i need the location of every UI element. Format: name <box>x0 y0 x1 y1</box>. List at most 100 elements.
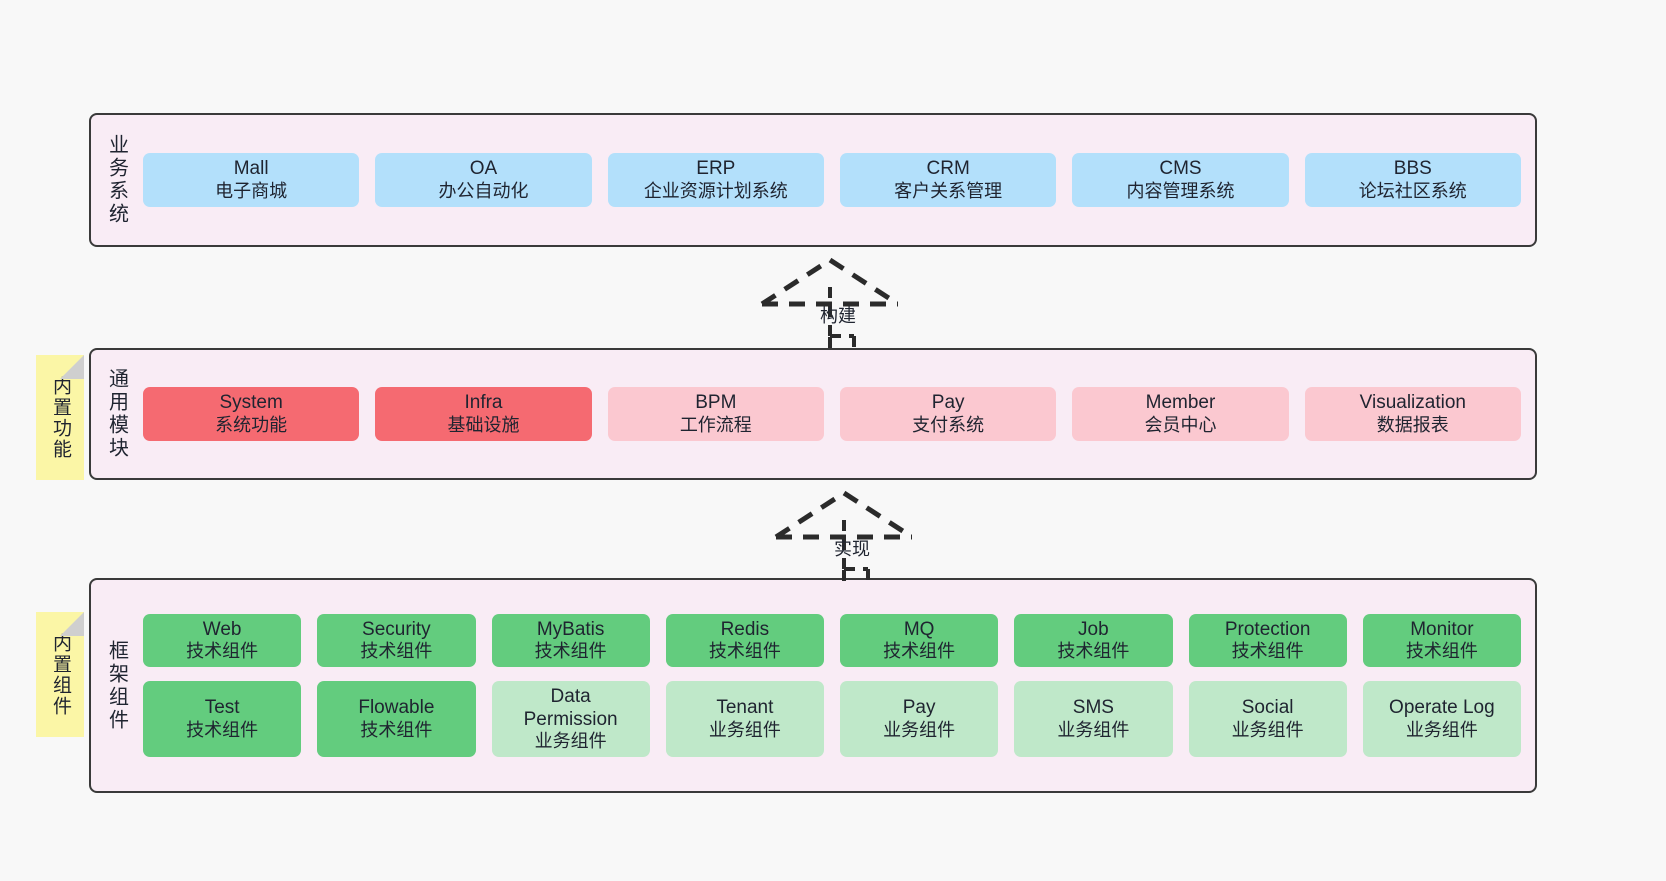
row: Web 技术组件 Security 技术组件 MyBatis 技术组件 Redi… <box>143 613 1521 667</box>
layer-body-common-module: System 系统功能 Infra 基础设施 BPM 工作流程 Pay 支付系统… <box>137 350 1535 478</box>
layer-framework-component: 框架组件 Web 技术组件 Security 技术组件 MyBatis 技术组件… <box>89 578 1537 793</box>
node-subtitle: 论坛社区系统 <box>1358 180 1467 201</box>
node-title: OA <box>469 158 498 180</box>
connector-build: 构建 <box>752 256 912 348</box>
dashed-generalization-arrow-icon <box>774 490 914 581</box>
node-title: Operate Log <box>1389 697 1495 719</box>
node-title: Pay <box>931 392 965 414</box>
node-title: Job <box>1078 618 1109 640</box>
node-title: Data Permission <box>523 685 618 731</box>
node-visualization[interactable]: Visualization 数据报表 <box>1304 387 1521 441</box>
row: Test 技术组件 Flowable 技术组件 Data Permission … <box>143 680 1521 758</box>
node-subtitle: 数据报表 <box>1376 414 1449 435</box>
node-subtitle: 基础设施 <box>447 414 520 435</box>
node-subtitle: 技术组件 <box>1231 640 1304 661</box>
node-tenant[interactable]: Tenant 业务组件 <box>665 680 824 758</box>
node-subtitle: 业务组件 <box>534 731 607 752</box>
node-subtitle: 技术组件 <box>186 640 259 661</box>
node-subtitle: 办公自动化 <box>438 180 529 201</box>
node-title: Infra <box>464 392 503 414</box>
note-text: 内置功能 <box>49 375 71 460</box>
node-title: Member <box>1145 392 1216 414</box>
node-data-permission[interactable]: Data Permission 业务组件 <box>491 680 650 758</box>
node-title: BBS <box>1393 158 1432 180</box>
node-subtitle: 技术组件 <box>1405 640 1478 661</box>
row: System 系统功能 Infra 基础设施 BPM 工作流程 Pay 支付系统… <box>143 387 1521 441</box>
node-title: MQ <box>903 618 935 640</box>
node-social[interactable]: Social 业务组件 <box>1188 680 1347 758</box>
node-cms[interactable]: CMS 内容管理系统 <box>1072 153 1289 207</box>
node-subtitle: 技术组件 <box>534 640 607 661</box>
node-system[interactable]: System 系统功能 <box>143 387 360 441</box>
layer-title-framework-component: 框架组件 <box>105 639 128 732</box>
note-text: 内置组件 <box>49 632 71 717</box>
node-title: Web <box>202 618 242 640</box>
layer-title-business-system: 业务系统 <box>105 134 128 226</box>
node-title: CMS <box>1159 158 1202 180</box>
node-title: Protection <box>1224 618 1311 640</box>
node-subtitle: 企业资源计划系统 <box>643 180 788 201</box>
layer-body-framework-component: Web 技术组件 Security 技术组件 MyBatis 技术组件 Redi… <box>137 580 1535 791</box>
connector-label-build: 构建 <box>820 306 856 326</box>
node-subtitle: 业务组件 <box>708 719 781 740</box>
node-test[interactable]: Test 技术组件 <box>143 680 302 758</box>
node-mq[interactable]: MQ 技术组件 <box>840 613 999 667</box>
node-subtitle: 业务组件 <box>1231 719 1304 740</box>
node-title: Social <box>1241 697 1294 719</box>
node-erp[interactable]: ERP 企业资源计划系统 <box>607 153 824 207</box>
node-protection[interactable]: Protection 技术组件 <box>1188 613 1347 667</box>
node-subtitle: 电子商城 <box>215 180 288 201</box>
node-title: Flowable <box>358 697 435 719</box>
node-subtitle: 技术组件 <box>883 640 956 661</box>
node-title: Visualization <box>1359 392 1466 414</box>
node-subtitle: 业务组件 <box>883 719 956 740</box>
node-monitor[interactable]: Monitor 技术组件 <box>1362 613 1521 667</box>
node-subtitle: 技术组件 <box>360 640 433 661</box>
node-title: SMS <box>1072 697 1114 719</box>
node-operate-log[interactable]: Operate Log 业务组件 <box>1362 680 1521 758</box>
node-infra[interactable]: Infra 基础设施 <box>375 387 592 441</box>
node-mybatis[interactable]: MyBatis 技术组件 <box>491 613 650 667</box>
node-subtitle: 业务组件 <box>1405 719 1478 740</box>
node-redis[interactable]: Redis 技术组件 <box>665 613 824 667</box>
node-subtitle: 技术组件 <box>360 719 433 740</box>
node-subtitle: 会员中心 <box>1144 414 1217 435</box>
dashed-generalization-arrow-icon <box>760 257 900 348</box>
layer-common-module: 通用模块 System 系统功能 Infra 基础设施 BPM 工作流程 Pay… <box>89 348 1537 480</box>
node-sms[interactable]: SMS 业务组件 <box>1014 680 1173 758</box>
node-crm[interactable]: CRM 客户关系管理 <box>839 153 1057 207</box>
node-subtitle: 内容管理系统 <box>1126 180 1235 201</box>
node-subtitle: 技术组件 <box>1057 640 1130 661</box>
node-job[interactable]: Job 技术组件 <box>1014 613 1173 667</box>
connector-implement: 实现 <box>766 489 926 581</box>
node-member[interactable]: Member 会员中心 <box>1072 387 1289 441</box>
node-title: CRM <box>926 158 970 180</box>
node-security[interactable]: Security 技术组件 <box>317 613 476 667</box>
node-oa[interactable]: OA 办公自动化 <box>375 153 592 207</box>
node-title: Tenant <box>716 697 774 719</box>
layer-body-business-system: Mall 电子商城 OA 办公自动化 ERP 企业资源计划系统 CRM 客户关系… <box>137 115 1535 245</box>
node-title: MyBatis <box>536 618 605 640</box>
node-title: System <box>219 392 283 414</box>
note-builtin-feature: 内置功能 <box>36 355 84 480</box>
node-pay[interactable]: Pay 支付系统 <box>839 387 1057 441</box>
node-bbs[interactable]: BBS 论坛社区系统 <box>1304 153 1521 207</box>
node-subtitle: 技术组件 <box>708 640 781 661</box>
node-title: Security <box>362 618 431 640</box>
node-subtitle: 系统功能 <box>215 414 288 435</box>
node-title: BPM <box>695 392 737 414</box>
node-mall[interactable]: Mall 电子商城 <box>143 153 360 207</box>
node-title: Redis <box>720 618 770 640</box>
node-title: Monitor <box>1410 618 1474 640</box>
layer-title-common-module: 通用模块 <box>105 368 128 460</box>
node-subtitle: 客户关系管理 <box>894 180 1003 201</box>
connector-label-implement: 实现 <box>834 539 870 559</box>
node-title: Pay <box>902 697 936 719</box>
node-flowable[interactable]: Flowable 技术组件 <box>317 680 476 758</box>
note-builtin-component: 内置组件 <box>36 612 84 737</box>
node-web[interactable]: Web 技术组件 <box>143 613 302 667</box>
node-pay-component[interactable]: Pay 业务组件 <box>840 680 999 758</box>
node-bpm[interactable]: BPM 工作流程 <box>607 387 824 441</box>
row: Mall 电子商城 OA 办公自动化 ERP 企业资源计划系统 CRM 客户关系… <box>143 153 1521 207</box>
node-subtitle: 支付系统 <box>912 414 985 435</box>
